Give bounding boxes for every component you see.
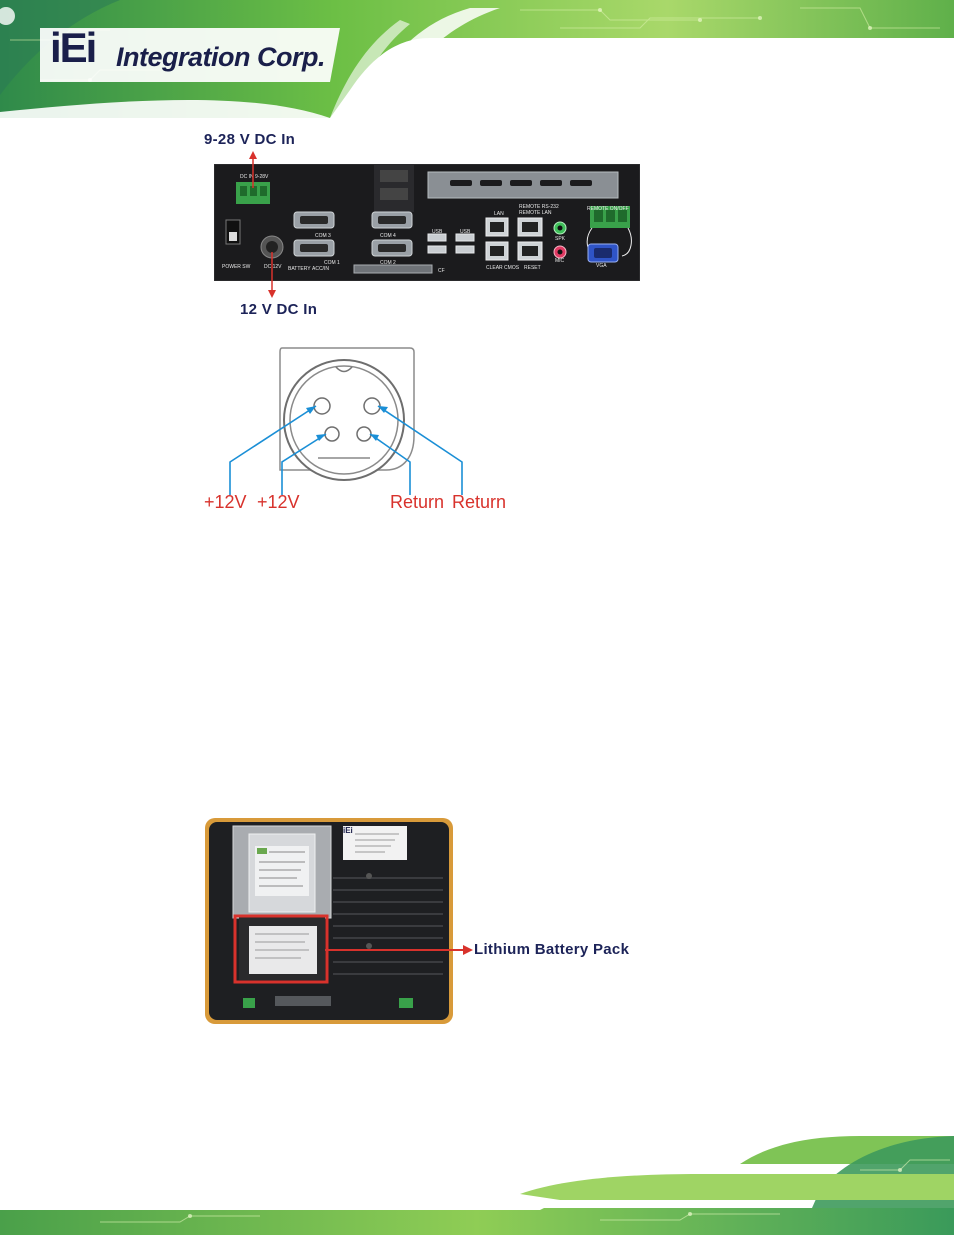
callout-lithium-battery: Lithium Battery Pack (474, 941, 629, 958)
callout-arrows (0, 0, 954, 330)
footer-banner (0, 1130, 954, 1235)
connector-diagram (200, 340, 520, 500)
pin-label-4: Return (452, 492, 506, 513)
callout-12v: 12 V DC In (240, 301, 317, 318)
battery-photo (205, 818, 453, 1024)
pin-label-2: +12V (257, 492, 300, 513)
pin-label-1: +12V (204, 492, 247, 513)
battery-callout-arrow (325, 940, 475, 960)
pin-label-3: Return (390, 492, 444, 513)
battery-photo-brand: iEi (343, 826, 353, 835)
